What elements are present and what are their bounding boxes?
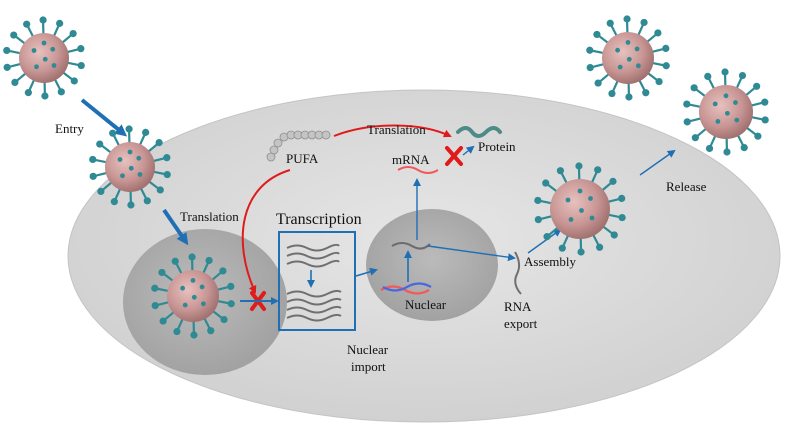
release-arrow (639, 149, 676, 176)
assembly-to-virus-arrow (527, 228, 562, 254)
nuclear-gray-strand (391, 242, 431, 250)
pufa-chain-icon (266, 130, 331, 162)
pufa-to-translation-arrow (333, 124, 452, 138)
virus-icon (586, 15, 670, 101)
mrna-to-protein-arrow (462, 145, 475, 156)
transcription-to-nucleus-arrow (355, 267, 378, 277)
virus-icon (151, 253, 235, 339)
virus-icon (3, 16, 85, 100)
release-label: Release (666, 179, 707, 194)
virus-icon (683, 68, 769, 156)
pufa-label: PUFA (286, 151, 319, 166)
mrna-icon (397, 166, 439, 174)
assembly-strand-icon (514, 251, 522, 295)
translation-arrow-left (162, 208, 189, 246)
virus-icon (89, 125, 171, 209)
nuclear-import-label-line1: Nuclear (347, 342, 389, 357)
translation-label-top: Translation (367, 122, 426, 137)
rna-export-label-line2: export (504, 316, 538, 331)
protein-icon (456, 126, 502, 138)
virus-icon (534, 162, 626, 256)
nuclear-mrna-blue-icon (382, 282, 432, 292)
rna-export-label-line1: RNA (504, 299, 532, 314)
entry-arrow (80, 98, 128, 137)
inhibition-x-icon (445, 146, 463, 166)
transcription-label: Transcription (276, 211, 362, 228)
nuclear-mrna-red-icon (380, 285, 430, 295)
transcription-strands-icon (286, 243, 342, 322)
translation-label-left: Translation (180, 209, 239, 224)
mrna-label: mRNA (392, 152, 430, 167)
entry-label: Entry (55, 121, 84, 136)
assembly-label: Assembly (524, 254, 576, 269)
protein-label: Protein (478, 139, 516, 154)
nucleus-to-assembly-arrow (427, 245, 516, 262)
nucleus-right (366, 209, 498, 321)
pufa-to-transcription-arrow (241, 169, 291, 294)
nuclear-import-label-line2: import (351, 359, 386, 374)
nuclear-label: Nuclear (405, 297, 447, 312)
transcription-box (278, 231, 356, 331)
